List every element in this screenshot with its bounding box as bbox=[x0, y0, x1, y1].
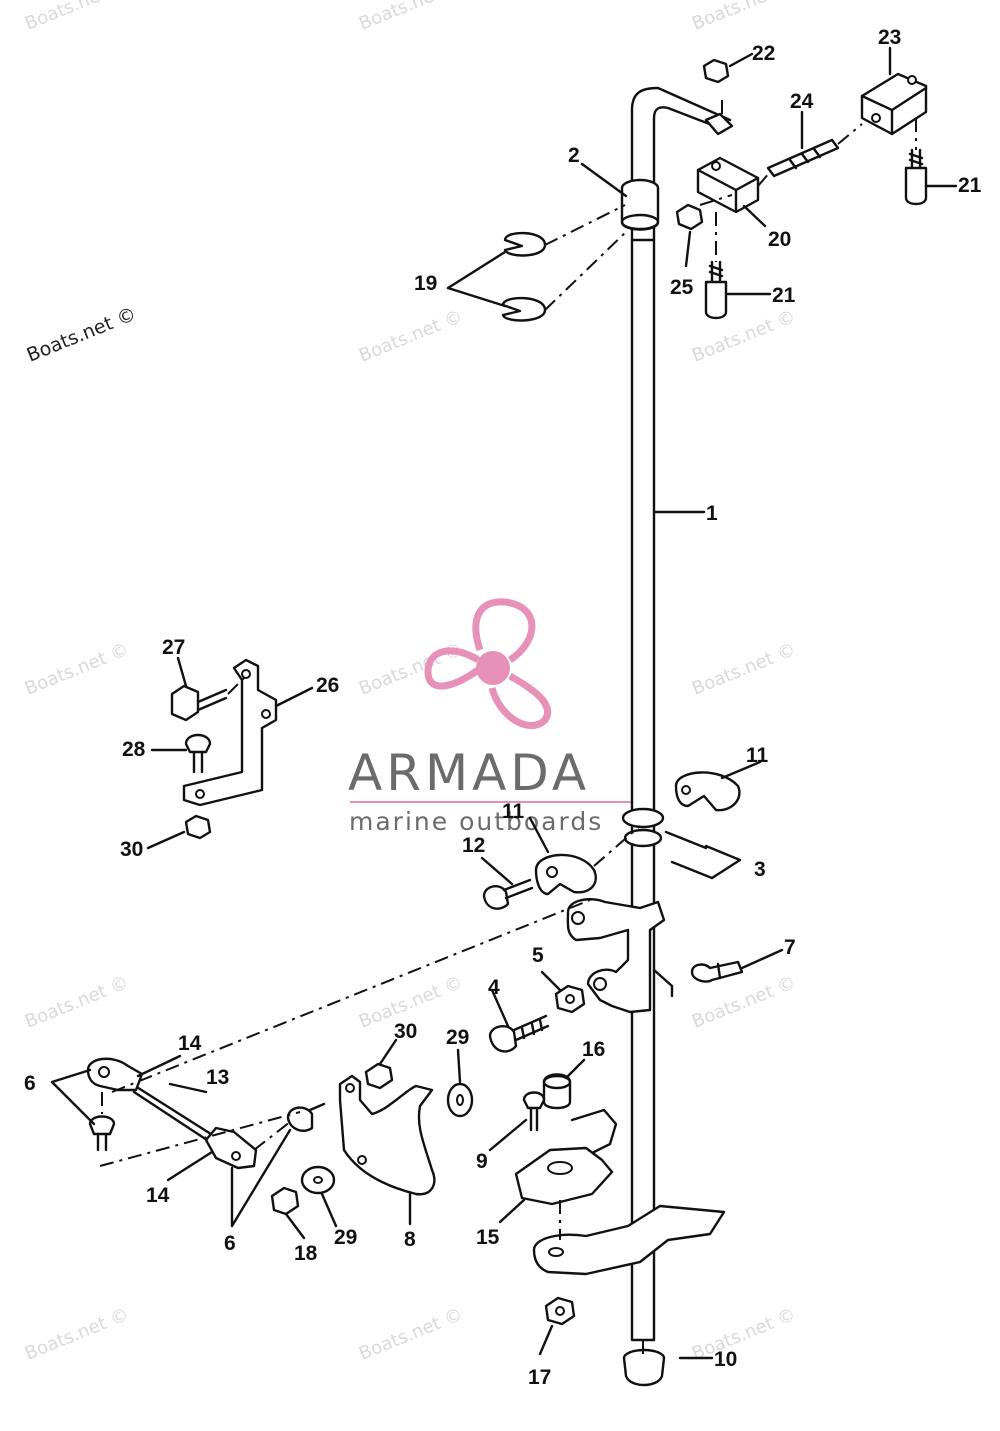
callout-21: 21 bbox=[772, 284, 796, 307]
watermark-text: Boats.net © bbox=[356, 0, 466, 35]
part-3-sleeve-pins bbox=[621, 807, 714, 880]
watermark-text: Boats.net © bbox=[22, 972, 132, 1033]
part-9-screw bbox=[522, 1091, 546, 1132]
callout-21: 21 bbox=[958, 174, 982, 197]
callout-10: 10 bbox=[714, 1348, 737, 1371]
part-21-screw-upper bbox=[904, 118, 928, 206]
part-29-washer-lower bbox=[300, 1165, 336, 1195]
callout-16: 16 bbox=[582, 1038, 605, 1061]
part-14-rod-end-left bbox=[86, 1057, 144, 1092]
part-21-screw-lower bbox=[704, 212, 728, 320]
part-15-clamp bbox=[514, 1108, 618, 1206]
part-2-bushing bbox=[620, 178, 660, 231]
callout-29: 29 bbox=[334, 1226, 357, 1249]
watermark-text: Boats.net © bbox=[689, 639, 799, 700]
watermark-text: Boats.net © bbox=[356, 306, 466, 367]
part-22-nut bbox=[702, 58, 730, 84]
part-20-link-block bbox=[696, 112, 760, 214]
callout-25: 25 bbox=[670, 276, 694, 299]
part-10-bushing bbox=[622, 1348, 666, 1387]
armada-logo: ARMADA marine outboards bbox=[348, 598, 648, 836]
brand-name: ARMADA bbox=[348, 744, 590, 802]
part-18-nut bbox=[270, 1186, 300, 1216]
callout-17: 17 bbox=[528, 1366, 551, 1389]
part-25-nut bbox=[675, 203, 704, 231]
callout-2: 2 bbox=[568, 144, 580, 167]
callout-labels: 1 2 3 4 5 6 6 7 8 9 10 11 11 12 13 14 14… bbox=[24, 26, 982, 1389]
part-11-clamp-lower bbox=[534, 853, 597, 896]
callout-15: 15 bbox=[476, 1226, 500, 1249]
callout-14: 14 bbox=[178, 1032, 202, 1055]
propeller-icon bbox=[424, 598, 551, 729]
callout-23: 23 bbox=[878, 26, 901, 49]
part-11-clamp-upper bbox=[674, 771, 741, 812]
callout-4: 4 bbox=[488, 976, 500, 999]
part-29-washer-upper bbox=[446, 1082, 474, 1118]
part-6-screw-left bbox=[88, 1092, 116, 1152]
part-4-screw bbox=[488, 1014, 550, 1053]
part-28-screw bbox=[184, 733, 212, 774]
callout-26: 26 bbox=[316, 674, 339, 697]
part-30-nut-lower bbox=[364, 1062, 394, 1090]
callout-18: 18 bbox=[294, 1242, 318, 1265]
part-5-nut bbox=[554, 984, 586, 1014]
part-7-stud bbox=[690, 960, 744, 983]
part-27-screw bbox=[170, 677, 245, 722]
brand-tagline: marine outboards bbox=[349, 807, 603, 836]
part-24-stud bbox=[766, 138, 840, 178]
callout-5: 5 bbox=[532, 944, 544, 967]
watermark-text: Boats.net © bbox=[24, 303, 140, 367]
callout-30: 30 bbox=[394, 1020, 417, 1043]
throttle-arm bbox=[566, 898, 674, 1014]
callout-6: 6 bbox=[24, 1072, 36, 1095]
leader-lines bbox=[50, 46, 958, 1360]
callout-8: 8 bbox=[404, 1228, 416, 1251]
callout-24: 24 bbox=[790, 90, 814, 113]
watermark-text: Boats.net © bbox=[356, 1304, 466, 1365]
callout-3: 3 bbox=[754, 858, 766, 881]
callout-29: 29 bbox=[446, 1026, 469, 1049]
watermark-text: Boats.net © bbox=[689, 0, 799, 35]
part-23-link-block bbox=[860, 72, 928, 136]
part-14-rod-end-right bbox=[204, 1126, 258, 1170]
callout-30: 30 bbox=[120, 838, 143, 861]
callout-28: 28 bbox=[122, 738, 146, 761]
callout-9: 9 bbox=[476, 1150, 488, 1173]
part-19-e-rings bbox=[446, 204, 629, 322]
callout-22: 22 bbox=[752, 42, 775, 65]
part-13-link-rod bbox=[130, 1082, 216, 1144]
watermark-text: Boats.net © bbox=[689, 1304, 799, 1365]
callout-19: 19 bbox=[414, 272, 437, 295]
callout-7: 7 bbox=[784, 936, 796, 959]
watermark-text: Boats.net © bbox=[689, 306, 799, 367]
watermark-text: Boats.net © bbox=[22, 0, 132, 35]
callout-12: 12 bbox=[462, 834, 485, 857]
callout-13: 13 bbox=[206, 1066, 229, 1089]
callout-11: 11 bbox=[746, 744, 769, 767]
callout-27: 27 bbox=[162, 636, 185, 659]
watermark-text: Boats.net © bbox=[22, 639, 132, 700]
part-26-bracket bbox=[182, 658, 278, 807]
part-17-nut bbox=[544, 1296, 576, 1326]
lower-arm bbox=[532, 1204, 726, 1276]
part-30-nut-upper bbox=[184, 814, 212, 840]
callout-14: 14 bbox=[146, 1184, 170, 1207]
part-16-cap bbox=[542, 1073, 572, 1110]
part-12-screw bbox=[482, 878, 534, 910]
callout-1: 1 bbox=[706, 502, 718, 525]
callout-20: 20 bbox=[768, 228, 791, 251]
callout-6: 6 bbox=[224, 1232, 236, 1255]
part-6-screw-right bbox=[286, 1102, 326, 1132]
watermark-text: Boats.net © bbox=[22, 1304, 132, 1365]
callout-11: 11 bbox=[502, 800, 525, 823]
part-8-cam-plate bbox=[338, 1074, 436, 1196]
